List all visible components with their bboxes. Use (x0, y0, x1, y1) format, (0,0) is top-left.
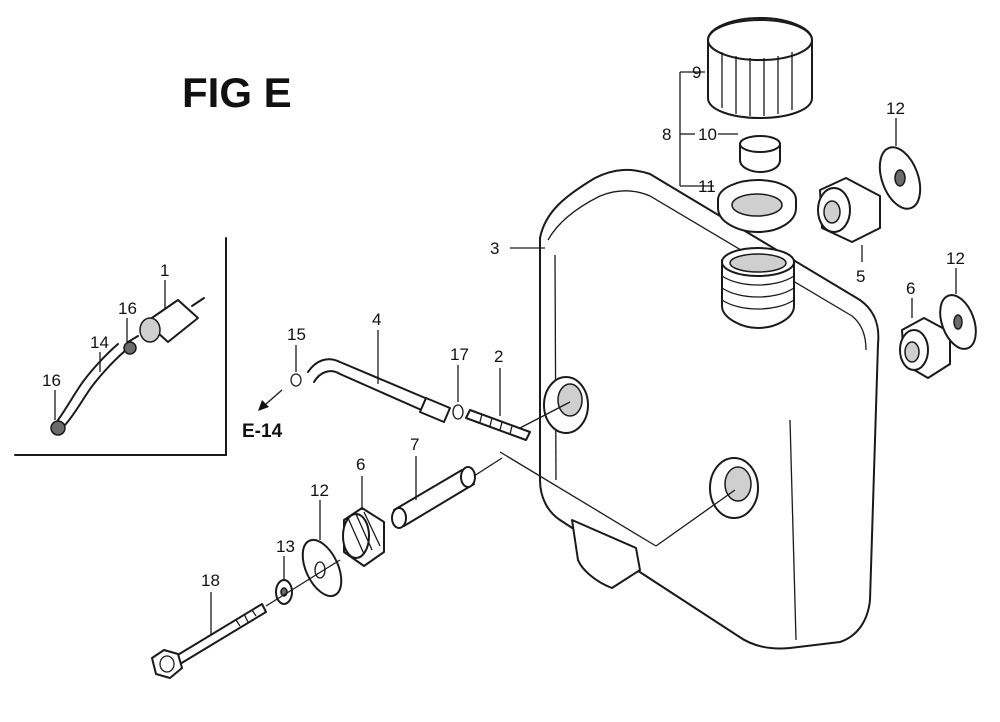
callout-7: 7 (410, 435, 419, 454)
inset-box (14, 237, 227, 456)
collar-axis-line (473, 457, 503, 477)
callout-14: 14 (90, 333, 109, 352)
callout-13: 13 (276, 537, 295, 556)
assembly-line-lower-b (655, 489, 736, 547)
callout-12-lower: 12 (310, 481, 329, 500)
inset-leaders (54, 280, 166, 420)
callout-9: 9 (692, 63, 701, 82)
callout-5: 5 (856, 267, 865, 286)
callout-16-upper: 16 (118, 299, 137, 318)
callout-16-lower: 16 (42, 371, 61, 390)
callout-8: 8 (662, 125, 671, 144)
strainer-cap-part (739, 135, 781, 173)
cushion-5-part (817, 177, 881, 243)
callout-15: 15 (287, 325, 306, 344)
reference-e14: E-14 (242, 421, 283, 442)
callout-12-right: 12 (946, 249, 965, 268)
callout-1: 1 (160, 261, 169, 280)
washer-12-lower-part (301, 538, 343, 598)
callout-11: 11 (698, 177, 716, 196)
inset-clamp-parts (50, 341, 137, 436)
bolt-axis-line (265, 559, 341, 607)
stud-part (465, 409, 531, 441)
fuel-cap-part (707, 17, 813, 119)
callout-6-right: 6 (906, 279, 915, 298)
callout-18: 18 (201, 571, 220, 590)
callout-2: 2 (494, 347, 503, 366)
cushion-6-lower-part (342, 507, 385, 567)
callout-17: 17 (450, 345, 469, 364)
callout-10: 10 (698, 125, 717, 144)
washer-12-upper-part (878, 146, 922, 210)
cap-seal-part (717, 179, 797, 233)
callout-12-upper: 12 (886, 99, 905, 118)
cap-callout-bracket (679, 71, 738, 187)
collar-part (391, 466, 476, 529)
callout-3: 3 (490, 239, 499, 258)
assembly-line-lower-a (499, 451, 657, 547)
washer-12-right-part (939, 294, 977, 350)
cushion-6-right-part (899, 317, 951, 379)
figure-title: FIG E (182, 69, 292, 116)
callout-6-lower: 6 (356, 455, 365, 474)
bolt-part (151, 603, 267, 679)
hose-clip-15 (290, 373, 302, 387)
inset-hose-part (57, 343, 127, 427)
reference-arrow (258, 389, 283, 411)
fuel-tank-part (539, 168, 880, 650)
hose-clip-17 (452, 404, 464, 420)
callout-4: 4 (372, 310, 381, 329)
fuel-filter-part (127, 297, 205, 343)
fuel-hose-part (307, 358, 451, 423)
assembly-line-upper (519, 401, 571, 429)
